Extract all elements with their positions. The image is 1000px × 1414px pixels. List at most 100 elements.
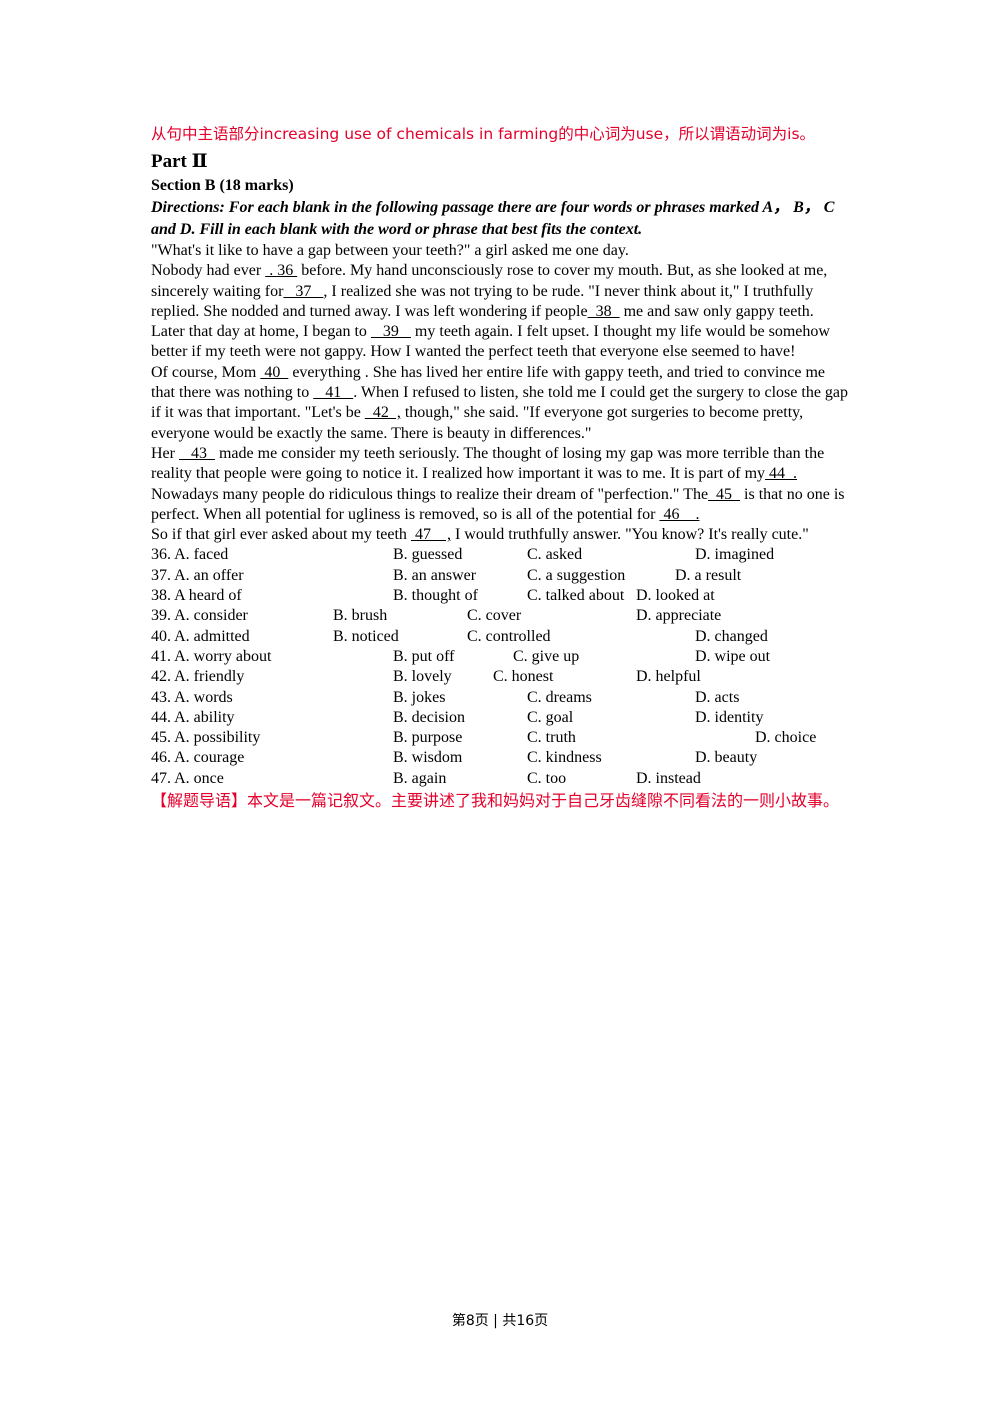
passage-summary-note: 【解题导语】本文是一篇记叙文。主要讲述了我和妈妈对于自己牙齿缝隙不同看法的一则小… xyxy=(151,791,840,811)
passage-paragraph-4: Of course, Mom 40 everything . She has l… xyxy=(151,363,851,444)
option-d: D. appreciate xyxy=(636,607,722,625)
option-c: C. dreams xyxy=(527,688,592,706)
option-a: 38. A heard of xyxy=(151,587,242,605)
option-c: C. honest xyxy=(493,668,554,686)
passage-text: So if that girl ever asked about my teet… xyxy=(151,526,411,544)
option-d: D. beauty xyxy=(695,749,758,767)
option-row: 39. A. consider B. brush C. cover D. apprec… xyxy=(151,606,851,626)
option-a: 46. A. courage xyxy=(151,749,245,767)
option-b: B. an answer xyxy=(393,566,477,584)
passage-text: my teeth again. I felt upset. I thought … xyxy=(151,323,830,361)
option-a: 45. A. possibility xyxy=(151,729,261,747)
option-d: D. looked at xyxy=(636,587,715,605)
answer-blank: 45 xyxy=(708,485,741,503)
passage-text: Later that day at home, I began to xyxy=(151,323,371,341)
passage-paragraph-6: Nowadays many people do ridiculous thing… xyxy=(151,485,851,526)
option-a: 41. A. worry about xyxy=(151,647,272,665)
option-a: 40. A. admitted xyxy=(151,627,250,645)
option-c: C. a suggestion xyxy=(527,566,626,584)
option-a: 47. A. once xyxy=(151,769,224,787)
option-b: B. thought of xyxy=(393,587,478,605)
option-row: 36. A. faced B. guessed C. asked D. imagine… xyxy=(151,545,851,565)
page-footer: 第8页 | 共16页 xyxy=(451,1313,549,1329)
option-b: B. noticed xyxy=(333,627,399,645)
option-c: C. goal xyxy=(527,708,574,726)
passage-text: me and saw only gappy teeth. xyxy=(619,302,814,320)
option-c: C. talked about xyxy=(527,587,625,605)
option-b: B. purpose xyxy=(393,729,463,747)
passage-text: , I realized she was not trying to be ru… xyxy=(151,282,814,320)
option-row: 47. A. once B. again C. too D. instead xyxy=(151,769,851,789)
option-d: D. imagined xyxy=(695,546,775,564)
passage-text: is that no one is perfect. When all pote… xyxy=(151,485,845,523)
option-b: B. brush xyxy=(333,607,388,625)
answer-blank: 44 . xyxy=(765,465,798,483)
section-title: Section B (18 marks) xyxy=(151,177,294,194)
option-row: 37. A. an offer B. an answer C. a suggesti… xyxy=(151,566,851,586)
option-a: 36. A. faced xyxy=(151,546,229,564)
option-d: D. instead xyxy=(636,769,701,787)
passage-text: everything . She has lived her entire li… xyxy=(151,363,826,402)
option-b: B. guessed xyxy=(393,546,463,564)
option-d: D. a result xyxy=(675,566,742,584)
option-d: D. helpful xyxy=(636,668,701,686)
option-a: 43. A. words xyxy=(151,688,233,706)
passage-paragraph-3: Later that day at home, I began to 39 my… xyxy=(151,322,851,363)
passage-text: Nobody had ever xyxy=(151,262,266,280)
option-row: 40. A. admitted B. noticed C. controlled D.… xyxy=(151,627,851,647)
option-c: C. controlled xyxy=(467,627,551,645)
passage-text: before. My hand unconsciously rose to co… xyxy=(151,262,828,300)
option-b: B. jokes xyxy=(393,688,446,706)
answer-blank: 37 xyxy=(283,282,324,300)
passage-text: Nowadays many people do ridiculous thing… xyxy=(151,485,709,503)
option-c: C. cover xyxy=(467,607,522,625)
part-title: Part Ⅱ xyxy=(151,151,208,172)
option-d: D. acts xyxy=(695,688,740,706)
option-c: C. too xyxy=(527,769,567,787)
passage-text: made me consider my teeth seriously. The… xyxy=(151,444,825,483)
answer-blank: 47 , xyxy=(410,526,451,544)
option-a: 39. A. consider xyxy=(151,607,248,625)
option-c: C. asked xyxy=(527,546,583,564)
option-row: 44. A. ability B. decision C. goal D. ident… xyxy=(151,708,851,728)
option-d: D. choice xyxy=(755,729,817,747)
passage-text: I would truthfully answer. "You know? It… xyxy=(450,526,809,544)
option-b: B. decision xyxy=(393,708,465,726)
answer-blank: 42 , xyxy=(364,404,401,422)
option-b: B. put off xyxy=(393,647,455,665)
option-b: B. again xyxy=(393,769,447,787)
option-b: B. lovely xyxy=(393,668,452,686)
option-row: 42. A. friendly B. lovely C. honest D. help… xyxy=(151,667,851,687)
option-d: D. identity xyxy=(695,708,764,726)
answer-blank: 38 xyxy=(587,302,620,320)
answer-blank: . 36 xyxy=(265,262,298,280)
answer-blank: 46 . xyxy=(659,505,700,523)
passage-paragraph-5: Her 43 made me consider my teeth serious… xyxy=(151,444,851,485)
option-a: 44. A. ability xyxy=(151,708,235,726)
option-a: 37. A. an offer xyxy=(151,566,244,584)
passage-text: though," she said. "If everyone got surg… xyxy=(151,404,804,442)
passage-text: Of course, Mom xyxy=(151,363,261,381)
answer-blank: 41 xyxy=(313,384,354,402)
passage-paragraph-2: Nobody had ever . 36 before. My hand unc… xyxy=(151,261,851,322)
option-c: C. give up xyxy=(513,647,580,665)
option-d: D. changed xyxy=(695,627,768,645)
option-c: C. kindness xyxy=(527,749,602,767)
option-row: 41. A. worry about B. put off C. give up D.… xyxy=(151,647,851,667)
option-row: 38. A heard of B. thought of C. talked abo… xyxy=(151,586,851,606)
passage-paragraph-7: So if that girl ever asked about my teet… xyxy=(151,525,851,545)
answer-blank: 39 xyxy=(370,323,411,341)
option-d: D. wipe out xyxy=(695,647,771,665)
answer-explanation-note: 从句中主语部分increasing use of chemicals in fa… xyxy=(151,125,816,143)
option-a: 42. A. friendly xyxy=(151,668,245,686)
directions: Directions: For each blank in the follow… xyxy=(151,199,835,238)
answer-blank: 43 xyxy=(178,444,215,462)
page-content: 从句中主语部分increasing use of chemicals in fa… xyxy=(151,121,851,812)
passage-text: . When I refused to listen, she told me … xyxy=(151,384,849,422)
passage-paragraph-1: "What's it like to have a gap between yo… xyxy=(151,242,629,259)
option-row: 43. A. words B. jokes C. dreams D. acts xyxy=(151,688,851,708)
answer-blank: 40 xyxy=(260,363,289,381)
passage-text: Her xyxy=(151,444,179,462)
